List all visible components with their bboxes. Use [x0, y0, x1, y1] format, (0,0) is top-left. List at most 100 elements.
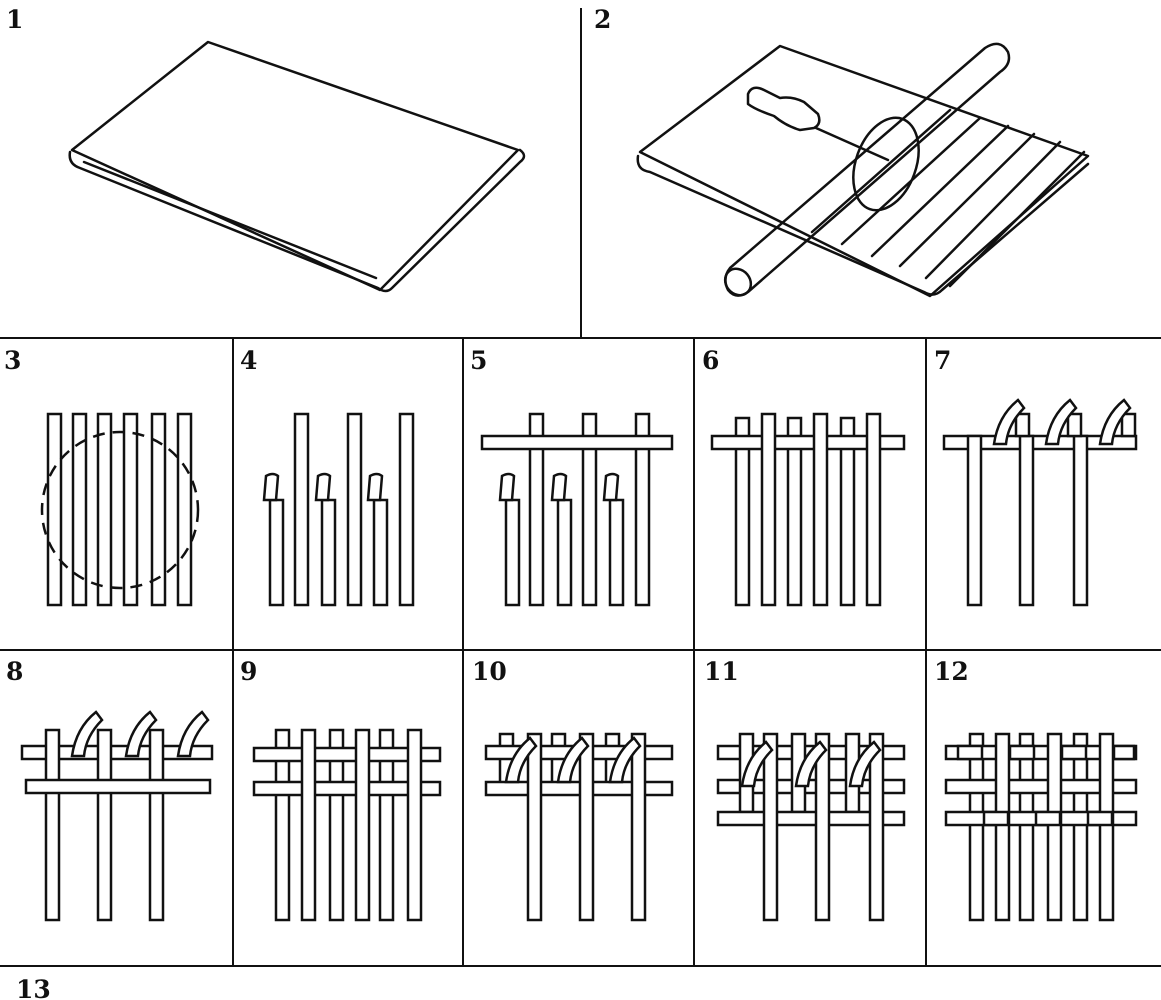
horizontal-strip	[24, 778, 212, 795]
folded-strip	[366, 472, 384, 502]
rolling-pin	[723, 42, 1011, 297]
horizontal-strip	[1060, 744, 1088, 761]
vertical-strip	[578, 732, 595, 922]
panel-9	[252, 728, 442, 922]
panel-1-label: 1	[6, 5, 23, 34]
vertical-strip	[398, 412, 415, 607]
vertical-strip	[354, 728, 371, 922]
horizontal-strip	[480, 434, 674, 451]
panel-8	[20, 710, 214, 922]
vertical-strip	[46, 412, 63, 607]
panel-5-label: 5	[470, 346, 487, 375]
vertical-strip	[71, 412, 88, 607]
panel-12	[944, 732, 1138, 922]
pastry-wheel	[746, 86, 920, 212]
vertical-strip	[150, 412, 167, 607]
vertical-strip	[1066, 412, 1083, 438]
arched-strip	[1098, 398, 1132, 446]
panel-2-label: 2	[594, 5, 611, 34]
vertical-strip	[528, 412, 545, 607]
horizontal-strip	[944, 744, 1138, 761]
cut-strip-lines	[810, 108, 1086, 288]
vertical-strip	[786, 416, 803, 607]
vertical-strip	[608, 498, 625, 607]
vertical-strip	[96, 728, 113, 922]
panel-3	[40, 412, 200, 607]
horizontal-strip	[20, 744, 214, 761]
vertical-strip	[526, 732, 543, 922]
vertical-strip	[96, 412, 113, 607]
panel-10-label: 10	[472, 657, 507, 686]
arched-strip	[176, 710, 210, 758]
vertical-strip	[968, 732, 985, 922]
arched-strip	[504, 736, 538, 784]
vertical-strip	[1098, 732, 1115, 922]
panel-4	[262, 412, 415, 607]
horizontal-strip	[710, 434, 906, 451]
vertical-strip	[734, 416, 751, 607]
arched-strip	[70, 710, 104, 758]
vertical-strip	[634, 412, 651, 607]
panel-6	[710, 412, 906, 607]
vertical-strip	[1046, 732, 1063, 922]
arched-strip	[992, 398, 1026, 446]
dough-sheet-illustration	[68, 40, 526, 293]
horizontal-strip	[1112, 744, 1136, 761]
vertical-strip	[814, 732, 831, 922]
vertical-strip	[556, 498, 573, 607]
folded-strip	[498, 472, 516, 502]
vertical-strip	[148, 728, 165, 922]
folded-strip	[314, 472, 332, 502]
arched-strip	[124, 710, 158, 758]
vertical-strip	[372, 498, 389, 607]
vertical-strip	[378, 728, 395, 922]
vertical-strip	[868, 732, 885, 922]
vertical-strip	[346, 412, 363, 607]
vertical-strip	[268, 498, 285, 607]
vertical-strip	[328, 728, 345, 922]
folded-strip	[262, 472, 280, 502]
horizontal-strip	[944, 778, 1138, 795]
arched-strip	[608, 736, 642, 784]
panel-9-label: 9	[240, 657, 257, 686]
arched-strip	[794, 740, 828, 788]
arched-strip	[740, 740, 774, 788]
panel-6-label: 6	[702, 346, 719, 375]
panel-7	[942, 398, 1138, 607]
vertical-strip	[406, 728, 423, 922]
folded-strip	[550, 472, 568, 502]
folded-strip	[602, 472, 620, 502]
panel-4-label: 4	[240, 346, 257, 375]
vertical-strip	[1018, 434, 1035, 607]
vertical-strip	[762, 732, 779, 922]
horizontal-strip	[956, 744, 984, 761]
arched-strip	[848, 740, 882, 788]
vertical-strip	[1072, 434, 1089, 607]
horizontal-strip	[1008, 744, 1036, 761]
vertical-strip	[44, 728, 61, 922]
vertical-strip	[176, 412, 193, 607]
panel-grid-lines	[0, 8, 1161, 967]
dashed-circle-cutout	[40, 430, 200, 590]
panel-5	[480, 412, 674, 607]
vertical-strip	[1072, 732, 1089, 922]
vertical-strip	[122, 412, 139, 607]
vertical-strip	[1018, 732, 1035, 922]
vertical-strip	[994, 732, 1011, 922]
horizontal-strip	[1034, 810, 1062, 827]
panel-12-label: 12	[934, 657, 969, 686]
vertical-strip	[274, 728, 291, 922]
vertical-strip	[1120, 412, 1137, 438]
vertical-strip	[293, 412, 310, 607]
vertical-strip	[504, 498, 521, 607]
vertical-strip	[966, 434, 983, 607]
vertical-strip	[812, 412, 829, 607]
rolling-pin-cutter-illustration	[636, 42, 1090, 298]
weaving-steps	[20, 398, 1138, 922]
horizontal-strip	[1086, 810, 1114, 827]
panel-10	[484, 732, 674, 922]
panel-7-label: 7	[934, 346, 951, 375]
horizontal-strip	[252, 780, 442, 797]
panel-8-label: 8	[6, 657, 23, 686]
